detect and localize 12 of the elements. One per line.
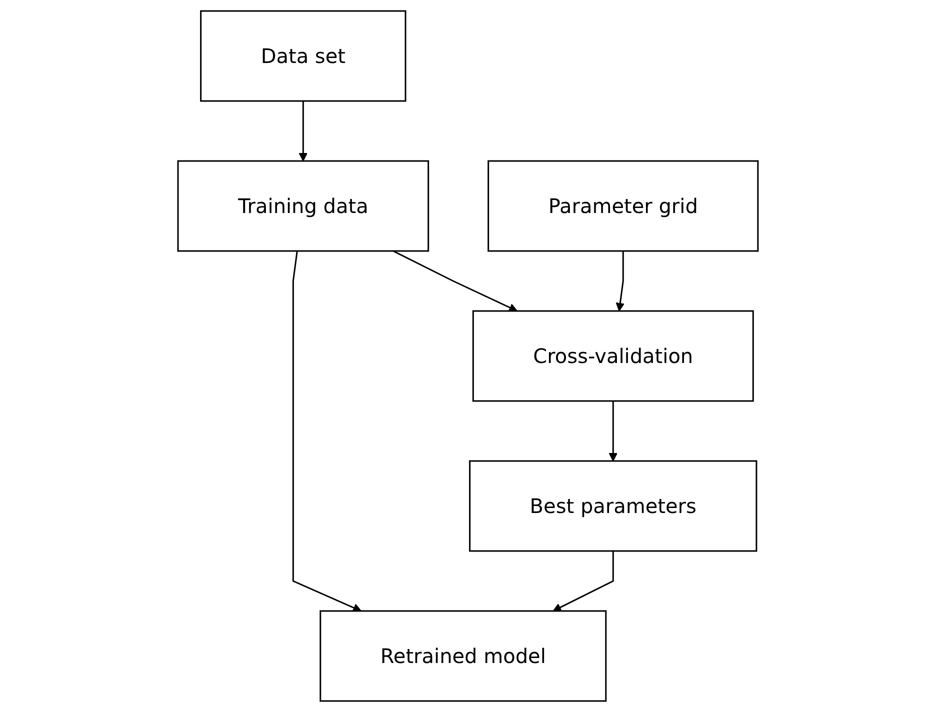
arrow	[552, 550, 614, 611]
arrow	[615, 250, 624, 311]
arrow	[298, 100, 308, 161]
node-box: Retrained model	[319, 610, 606, 702]
node-box: Best parameters	[468, 460, 757, 552]
node-box: Cross-validation	[472, 310, 754, 402]
node-box: Data set	[200, 10, 406, 102]
node-box: Training data	[176, 160, 429, 252]
node-box: Parameter grid	[487, 160, 758, 252]
arrow	[608, 400, 618, 461]
arrow	[292, 250, 362, 612]
arrow	[392, 250, 518, 312]
